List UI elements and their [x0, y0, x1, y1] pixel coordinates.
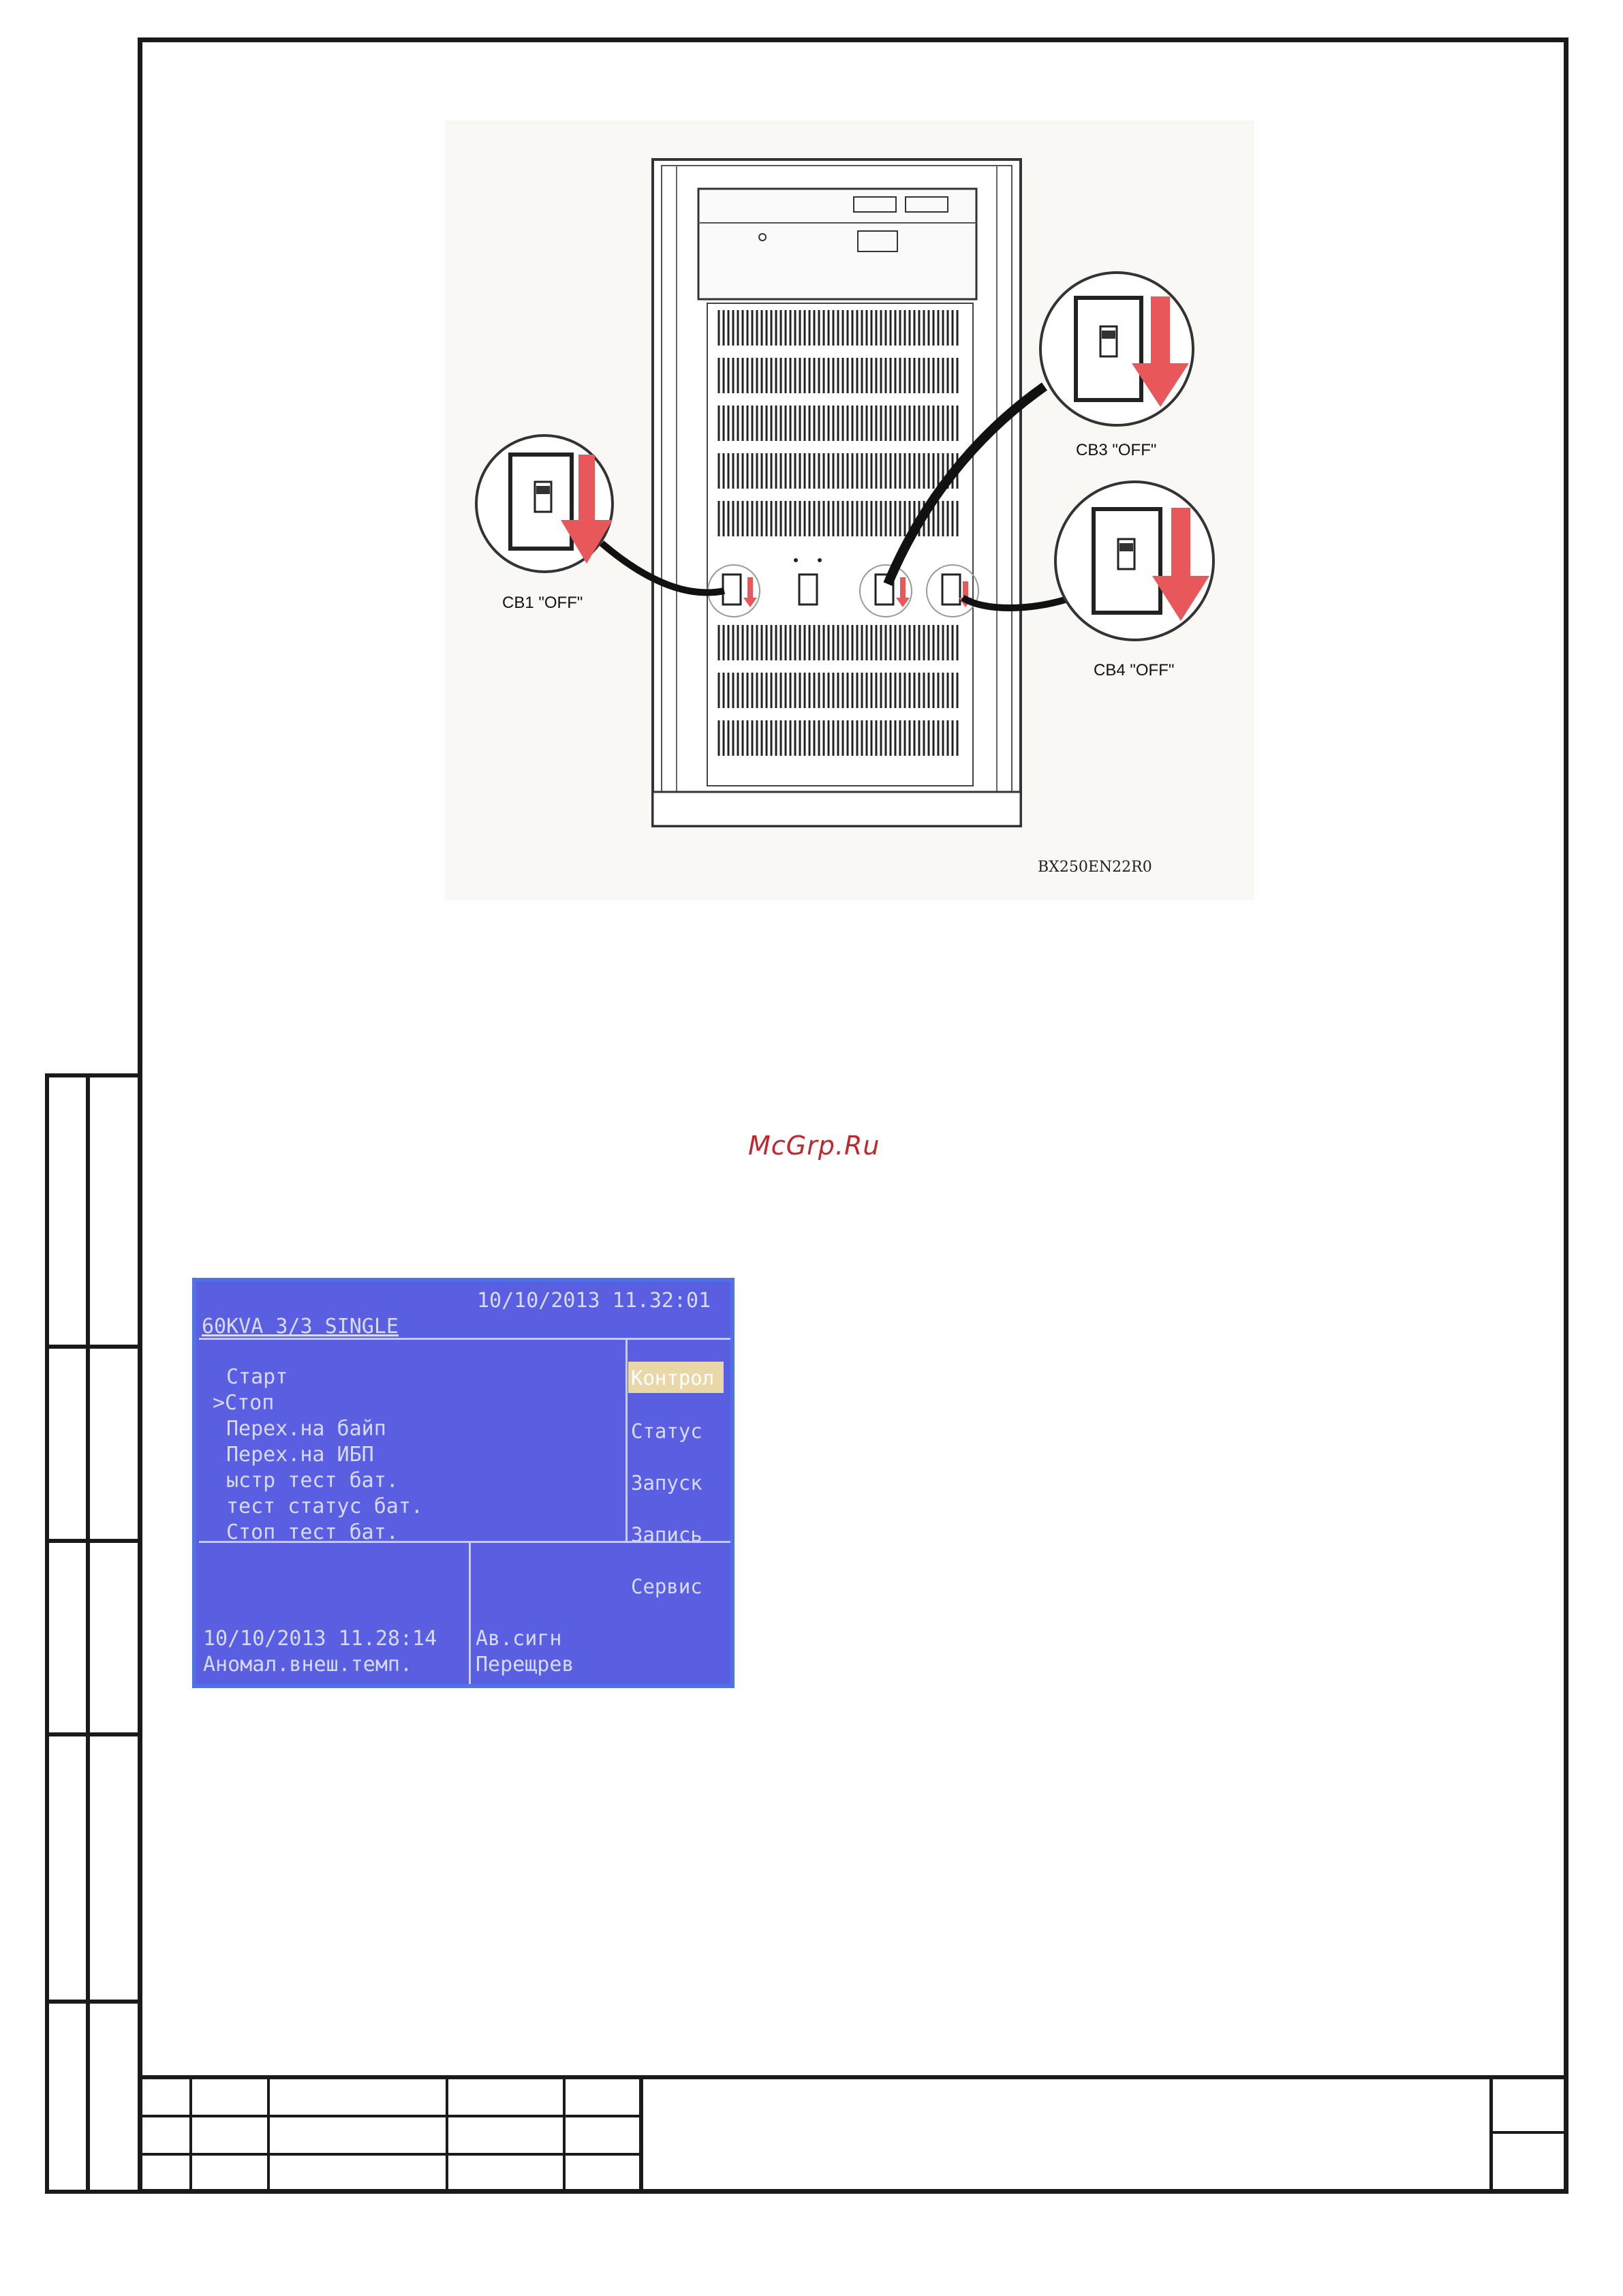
tab-startup[interactable]: Запуск — [631, 1471, 702, 1495]
tab-control[interactable]: Контрол — [631, 1366, 714, 1390]
side-strip-row-line — [49, 1345, 138, 1349]
tb-col-line — [563, 2075, 566, 2194]
menu-item-stop-battery-test[interactable]: Стоп тест бат. — [226, 1520, 399, 1544]
tab-service[interactable]: Сервис — [631, 1575, 702, 1598]
side-strip-row-line — [49, 2000, 138, 2004]
menu-item-stop[interactable]: >Стоп — [213, 1391, 274, 1415]
figure-code: BX250EN22R0 — [1038, 859, 1152, 876]
tb-col-line — [446, 2075, 448, 2194]
screen-header-divider — [199, 1338, 730, 1340]
screen-footer-vdivider — [469, 1541, 471, 1684]
cb1-callout — [476, 435, 613, 572]
ups-lcd-screen: 10/10/2013 11.32:01 60KVA 3/3 SINGLE Ста… — [192, 1278, 735, 1688]
ups-cabinet-drawing — [445, 121, 1254, 900]
tab-status[interactable]: Статус — [631, 1420, 702, 1443]
tb-top-line — [138, 2075, 1568, 2079]
screen-datetime: 10/10/2013 11.32:01 — [477, 1289, 711, 1313]
screen-menu-divider — [625, 1338, 628, 1541]
tb-col-line — [267, 2075, 270, 2194]
cb4-callout — [1055, 482, 1214, 640]
menu-item-battery-status-test[interactable]: тест статус бат. — [226, 1495, 423, 1518]
side-strip-row-line — [49, 1539, 138, 1543]
screen-model: 60KVA 3/3 SINGLE — [202, 1315, 399, 1338]
tb-col-line — [1489, 2075, 1493, 2194]
cb3-label: CB3 "OFF" — [1076, 441, 1156, 460]
cb4-label: CB4 "OFF" — [1094, 661, 1174, 680]
side-stamp-strip — [45, 1073, 138, 2194]
title-block — [138, 2075, 1568, 2194]
tab-log[interactable]: Запись — [631, 1523, 702, 1546]
alarm-text: Перещрев — [476, 1653, 574, 1677]
menu-item-to-bypass[interactable]: Перех.на байп — [226, 1417, 386, 1441]
alarm-type: Ав.сигн — [476, 1627, 561, 1651]
event-text: Аномал.внеш.темп. — [203, 1653, 412, 1677]
site-watermark: McGrp.Ru — [748, 1131, 880, 1161]
tb-col-line — [189, 2075, 192, 2194]
menu-item-quick-battery-test[interactable]: ыстр тест бат. — [226, 1469, 399, 1493]
event-time: 10/10/2013 11.28:14 — [203, 1627, 437, 1651]
menu-item-to-ups[interactable]: Перех.на ИБП — [226, 1443, 374, 1467]
ups-cabinet-figure: CB1 "OFF" CB3 "OFF" CB4 "OFF" BX250EN22R… — [445, 121, 1254, 900]
cb1-label: CB1 "OFF" — [502, 594, 583, 613]
tb-row-line — [1489, 2131, 1568, 2134]
tb-col-line — [639, 2075, 643, 2194]
side-strip-row-line — [49, 1732, 138, 1736]
menu-item-start[interactable]: Старт — [226, 1365, 288, 1389]
cb3-callout — [1040, 273, 1193, 425]
side-strip-divider — [86, 1077, 90, 2190]
